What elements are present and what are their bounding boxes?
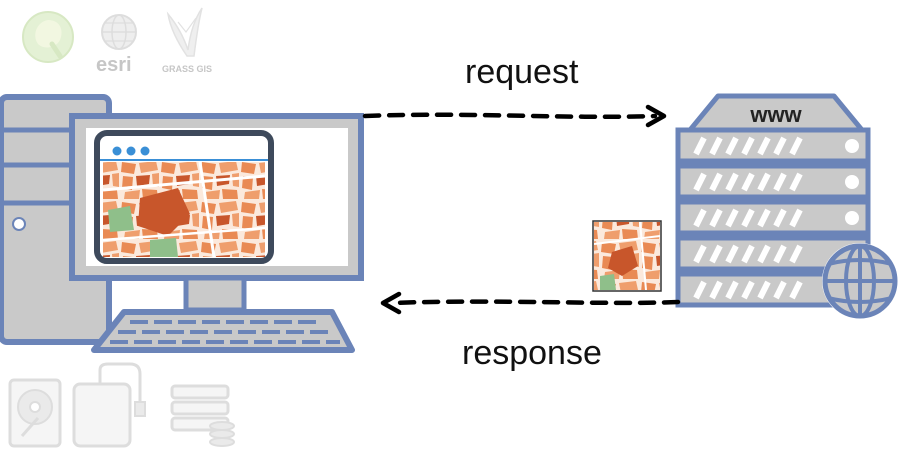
grass-gis-logo-text: GRASS GIS (162, 64, 212, 74)
desktop-computer-icon (0, 94, 364, 353)
request-arrow (362, 104, 667, 128)
browser-dot-1 (112, 146, 122, 156)
server-www-label: www (749, 102, 802, 127)
external-drive-icon (72, 362, 146, 448)
response-arrow (380, 291, 681, 315)
map-tile-icon (592, 220, 662, 292)
hard-drive-icon (8, 378, 62, 448)
web-server-rack-icon: www (675, 93, 898, 319)
grass-gis-logo-icon (166, 7, 203, 57)
esri-logo-text: esri (96, 54, 132, 76)
globe-icon (822, 243, 898, 319)
browser-map (103, 162, 265, 257)
esri-globe-icon (101, 14, 137, 50)
qgis-logo-icon (22, 11, 74, 63)
server-unit-1 (675, 127, 871, 164)
request-label: request (465, 53, 579, 91)
browser-dot-3 (140, 146, 150, 156)
server-unit-2 (675, 163, 871, 200)
browser-dot-2 (126, 146, 136, 156)
response-label: response (462, 334, 602, 372)
browser-window-icon (94, 130, 274, 264)
keyboard (91, 309, 355, 353)
database-stack-icon (170, 384, 235, 447)
server-unit-3 (675, 199, 871, 236)
